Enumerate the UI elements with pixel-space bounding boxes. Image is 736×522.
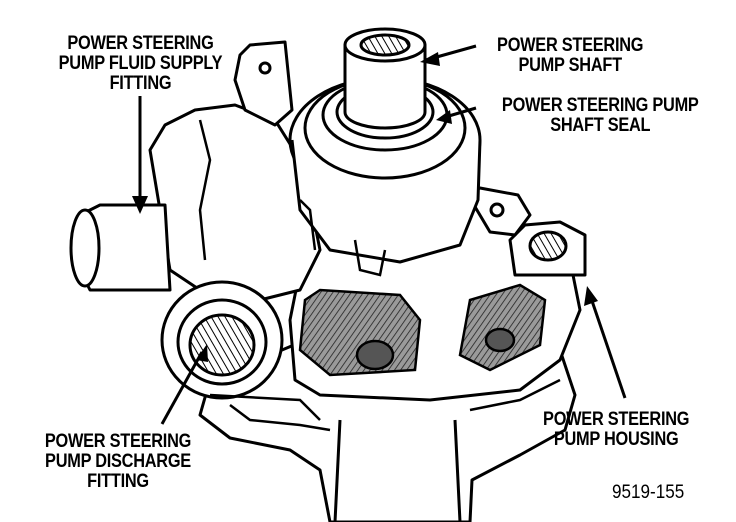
- housing-post: [333, 419, 462, 522]
- label-pump-shaft: POWER STEERING PUMP SHAFT: [497, 35, 644, 76]
- leader-pump-housing: [588, 294, 627, 399]
- figure-number: 9519-155: [612, 482, 685, 503]
- mount-ear-hole: [528, 230, 568, 262]
- label-shaft-seal: POWER STEERING PUMP SHAFT SEAL: [501, 95, 699, 136]
- discharge-thread: [188, 313, 256, 377]
- pump-shaft: [343, 43, 427, 130]
- label-pump-housing: POWER STEERING PUMP HOUSING: [543, 409, 690, 450]
- shaded-region-right: [458, 283, 547, 372]
- leader-discharge: [160, 351, 204, 425]
- label-discharge-fitting: POWER STEERING PUMP DISCHARGE FITTING: [44, 431, 192, 492]
- label-fluid-supply-fitting: POWER STEERING PUMP FLUID SUPPLY FITTING: [58, 33, 223, 94]
- mount-bracket-top: [233, 40, 294, 127]
